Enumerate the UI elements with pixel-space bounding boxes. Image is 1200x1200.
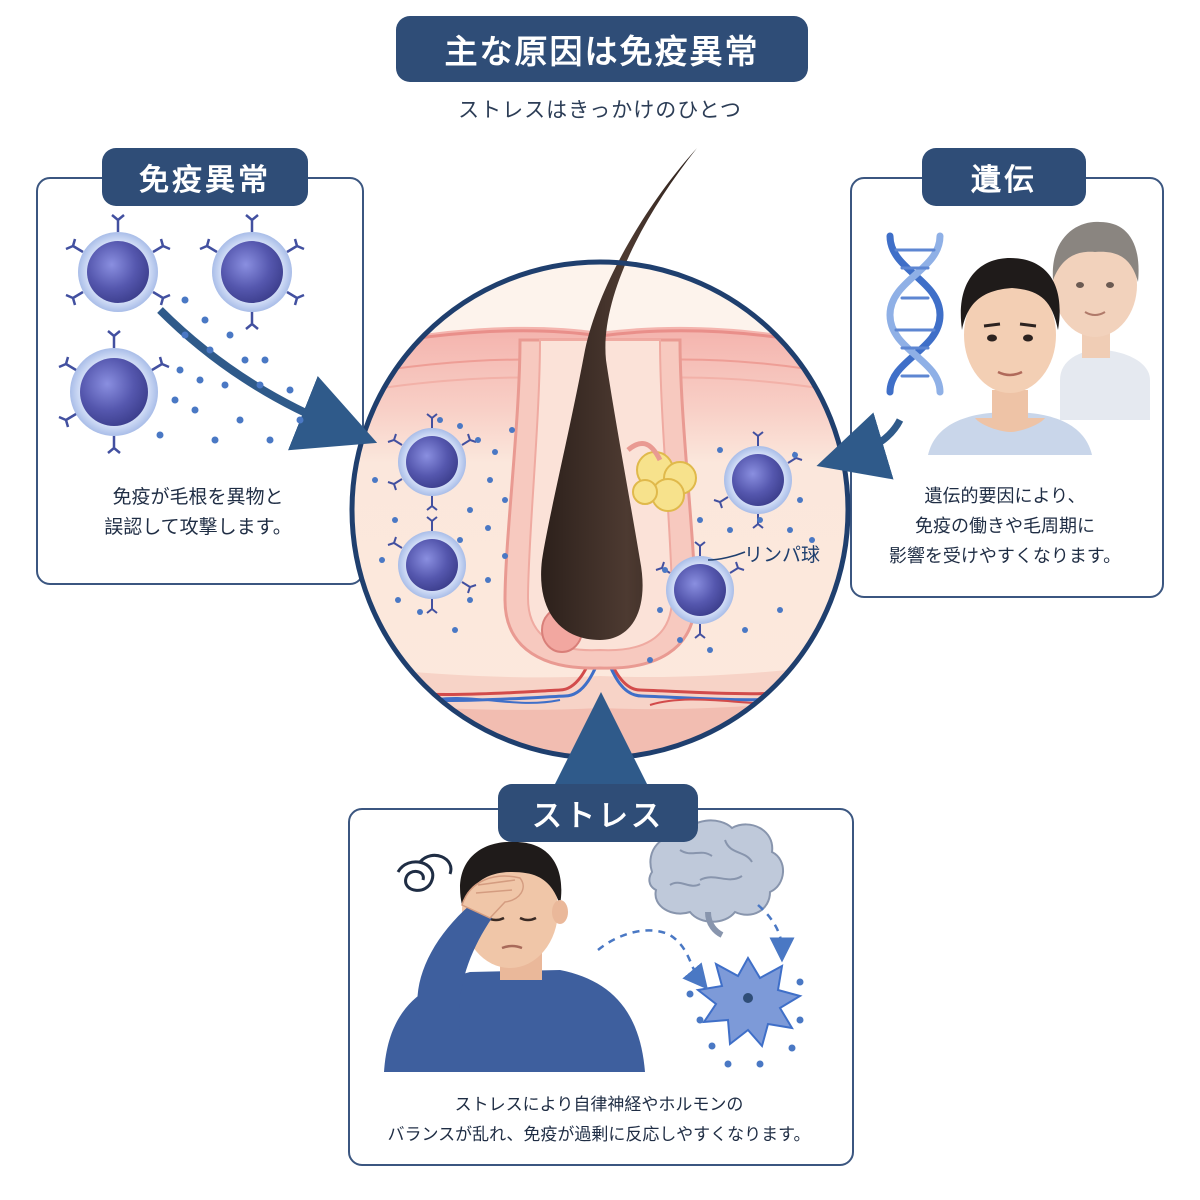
sebaceous-gland-icon <box>626 441 697 512</box>
genetics-desc-line: 遺伝的要因により、 <box>924 486 1086 507</box>
page-title: 主な原因は免疫異常 <box>396 16 808 82</box>
genetics-label-pill: 遺伝 <box>922 148 1086 206</box>
hair-shaft-icon <box>541 148 697 640</box>
stress-desc-line: バランスが乱れ、免疫が過剰に反応しやすくなります。 <box>387 1125 811 1145</box>
arrow-genetics-to-center <box>816 412 904 480</box>
lymphocyte-label: リンパ球 <box>744 544 821 566</box>
immune-description: 免疫が毛根を異物と 誤認して攻撃します。 <box>40 482 356 542</box>
genetics-desc-line: 影響を受けやすくなります。 <box>888 546 1122 567</box>
dashed-arrow-brain-to-burst <box>757 904 795 963</box>
immune-label-pill: 免疫異常 <box>102 148 308 206</box>
immune-desc-line: 免疫が毛根を異物と <box>112 486 284 508</box>
immune-desc-line: 誤認して攻撃します。 <box>104 516 292 538</box>
page-subtitle: ストレスはきっかけのひとつ <box>458 98 742 122</box>
brain-icon <box>648 819 784 938</box>
dna-helix-icon <box>886 232 944 396</box>
stress-burst-icon <box>686 956 804 1068</box>
genetics-description: 遺伝的要因により、 免疫の働きや毛周期に 影響を受けやすくなります。 <box>852 482 1158 572</box>
stressed-man-icon <box>384 841 645 1072</box>
arrow-immune-to-center <box>157 307 378 451</box>
stress-description: ストレスにより自律神経やホルモンの バランスが乱れ、免疫が過剰に反応しやすくなり… <box>352 1090 846 1150</box>
lymphocyte-icon <box>58 214 305 454</box>
family-men-icon <box>928 221 1150 455</box>
stress-desc-line: ストレスにより自律神経やホルモンの <box>454 1095 744 1115</box>
center-cells <box>372 413 815 663</box>
dashed-arrow-to-burst <box>597 929 708 990</box>
genetics-desc-line: 免疫の働きや毛周期に <box>915 516 1095 537</box>
stress-label-pill: ストレス <box>498 784 698 842</box>
